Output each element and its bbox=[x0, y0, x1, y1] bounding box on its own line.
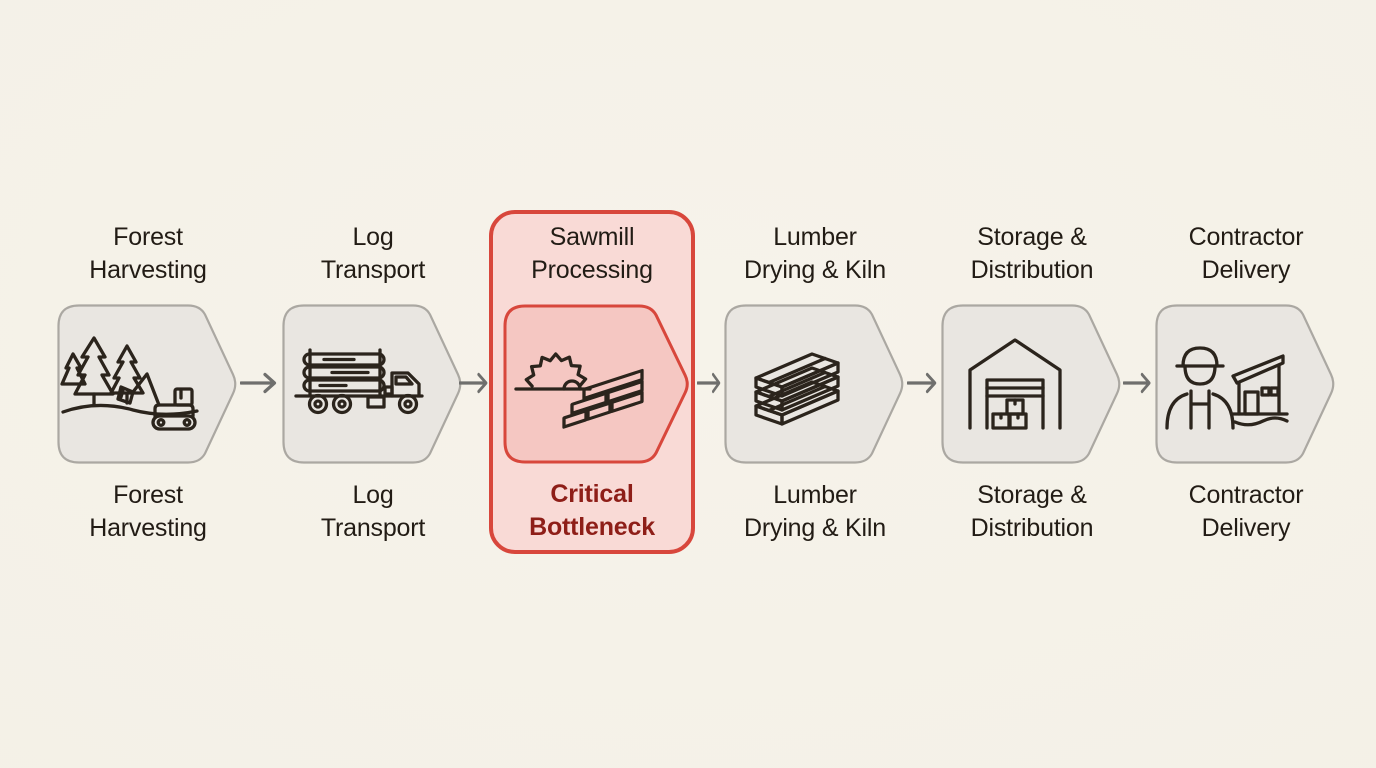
stage-title: Forest Harvesting bbox=[89, 223, 207, 284]
sawmill-blade-lumber-icon bbox=[514, 352, 644, 429]
stage-shape bbox=[282, 304, 464, 464]
stage-shape bbox=[57, 304, 239, 464]
stage-shape bbox=[1155, 304, 1337, 464]
stage-title: Sawmill Processing bbox=[531, 223, 653, 284]
stage-shape bbox=[941, 304, 1123, 464]
arrow-right-icon bbox=[459, 372, 488, 394]
stage-title: Log Transport bbox=[320, 223, 426, 284]
stage-title: Lumber Drying & Kiln bbox=[744, 223, 886, 284]
chevron-shape bbox=[282, 304, 462, 464]
arrow-right-icon bbox=[240, 372, 277, 394]
stage-lumber-drying-kiln: Lumber Drying & Kiln Lumber Drying & Kil… bbox=[724, 0, 906, 768]
forest-harvesting-icon bbox=[60, 336, 199, 431]
arrow-right-icon bbox=[1123, 372, 1151, 394]
stage-contractor-delivery: Contractor Delivery Contractor D bbox=[1155, 0, 1337, 768]
stage-shape bbox=[503, 304, 691, 464]
stage-sawmill-processing-bottleneck-card: Sawmill Processing Critical Bottleneck bbox=[489, 210, 695, 554]
stage-caption: Lumber Drying & Kiln bbox=[744, 481, 886, 542]
warehouse-icon bbox=[968, 338, 1062, 430]
arrow-right-icon bbox=[697, 372, 721, 394]
stage-title: Storage & Distribution bbox=[970, 223, 1094, 284]
flow-arrow-4 bbox=[907, 372, 941, 394]
stage-storage-distribution: Storage & Distribution Storage & Distrib… bbox=[941, 0, 1123, 768]
stage-caption: Contractor Delivery bbox=[1188, 481, 1304, 542]
bottleneck-caption: Critical Bottleneck bbox=[529, 480, 655, 541]
chevron-shape bbox=[1155, 304, 1335, 464]
stage-log-transport: Log Transport Log Transport bbox=[282, 0, 464, 768]
flow-arrow-2 bbox=[459, 372, 492, 394]
flow-arrow-3 bbox=[697, 372, 724, 394]
stage-title: Contractor Delivery bbox=[1188, 223, 1304, 284]
flow-arrow-5 bbox=[1123, 372, 1155, 394]
contractor-house-icon bbox=[1165, 346, 1289, 430]
flow-arrow-1 bbox=[240, 372, 282, 394]
stage-caption: Log Transport bbox=[320, 481, 426, 542]
stage-caption: Forest Harvesting bbox=[89, 481, 207, 542]
stage-caption: Storage & Distribution bbox=[970, 481, 1094, 542]
lumber-stack-icon bbox=[754, 352, 840, 426]
stage-shape bbox=[724, 304, 906, 464]
arrow-right-icon bbox=[907, 372, 937, 394]
stage-forest-harvesting: Forest Harvesting Fores bbox=[57, 0, 239, 768]
log-truck-icon bbox=[294, 348, 424, 415]
